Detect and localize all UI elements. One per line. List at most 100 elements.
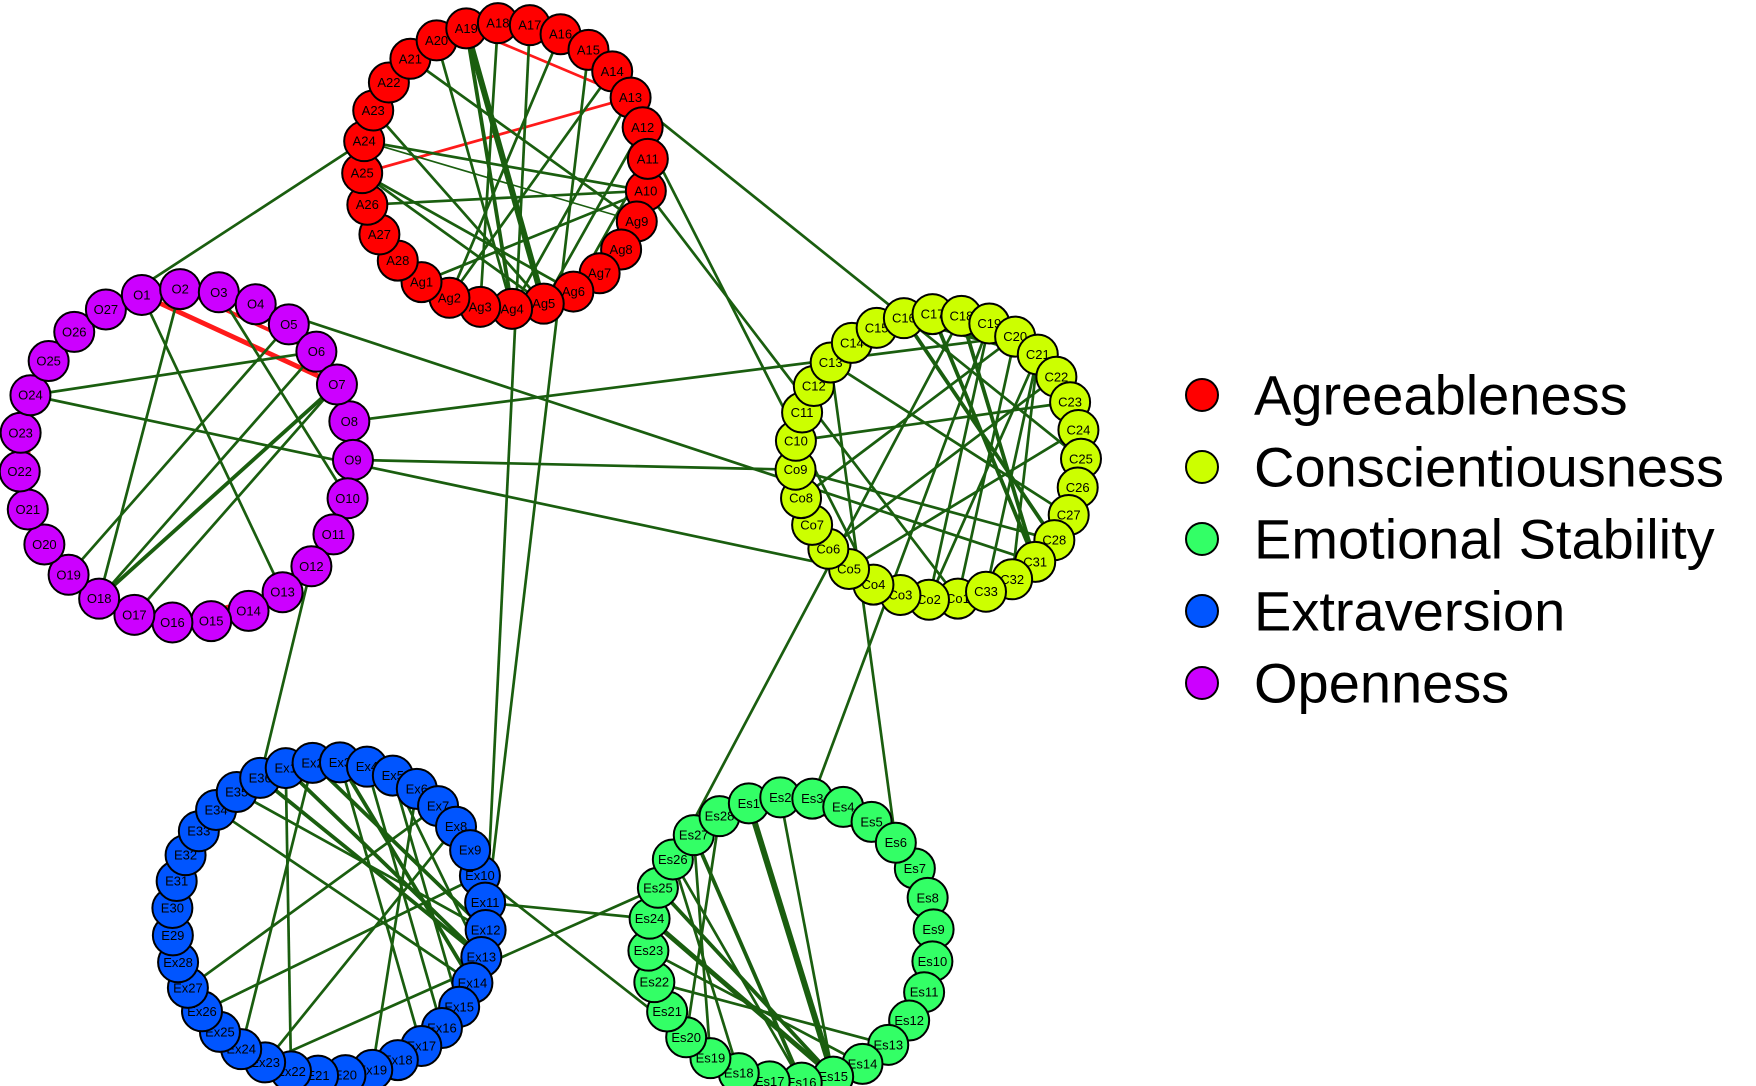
- node-label: Es24: [635, 911, 665, 926]
- node-circle: [47, 553, 90, 596]
- node-O22: O22: [0, 450, 41, 493]
- node-circle: [326, 477, 369, 520]
- node-label: O8: [341, 414, 358, 429]
- legend-swatch: [1185, 522, 1219, 556]
- node-circle: [9, 374, 52, 417]
- node-label: C33: [974, 584, 998, 599]
- edge-Es1-Es15: [745, 802, 837, 1078]
- node-label: O6: [308, 344, 325, 359]
- node-O24: O24: [9, 374, 52, 417]
- node-label: Ag8: [610, 242, 633, 257]
- edge-E34-Ex14: [215, 808, 474, 984]
- edge-A13-C25: [629, 96, 1082, 460]
- edge-Es19-Es27: [692, 835, 712, 1059]
- node-O23: O23: [0, 411, 42, 454]
- node-circle: [27, 340, 70, 383]
- node-circle: [449, 829, 492, 872]
- node-O4: O4: [234, 283, 277, 326]
- node-label: O3: [210, 285, 227, 300]
- node-label: O13: [270, 585, 295, 600]
- node-A18: A18: [476, 2, 519, 45]
- node-O11: O11: [312, 513, 355, 556]
- node-label: C18: [949, 308, 973, 323]
- node-O14: O14: [227, 589, 270, 632]
- node-circle: [53, 310, 96, 353]
- node-label: O23: [8, 425, 33, 440]
- edge-C24-Co5: [848, 428, 1080, 571]
- node-label: Co1: [946, 591, 970, 606]
- node-label: C16: [892, 311, 916, 326]
- legend-label: Agreeableness: [1254, 364, 1628, 427]
- node-label: Ex10: [465, 868, 495, 883]
- node-label: C17: [921, 307, 945, 322]
- node-circle: [874, 821, 917, 864]
- edge-Es18-Es26: [671, 859, 741, 1074]
- node-label: Ag3: [469, 299, 492, 314]
- node-Es17: Es17: [748, 1060, 791, 1086]
- node-label: C10: [784, 433, 808, 448]
- node-label: C25: [1069, 451, 1093, 466]
- node-label: Co8: [789, 491, 813, 506]
- node-label: Co9: [784, 462, 808, 477]
- edge-A17-Ex12: [484, 25, 532, 931]
- node-label: Ex27: [173, 980, 203, 995]
- edge-C31-C18: [959, 315, 1038, 563]
- node-label: Co5: [837, 561, 861, 576]
- legend-swatch: [1185, 594, 1219, 628]
- node-C33: C33: [964, 570, 1007, 613]
- node-O10: O10: [326, 477, 369, 520]
- node-label: Es2: [769, 790, 791, 805]
- node-label: C31: [1023, 554, 1047, 569]
- node-label: Es15: [818, 1069, 848, 1084]
- node-label: O7: [328, 377, 345, 392]
- node-label: A15: [577, 42, 600, 57]
- edge-A16-Ag2: [448, 33, 562, 299]
- edge-C33-C21: [984, 354, 1040, 592]
- node-circle: [234, 283, 277, 326]
- node-label: Es27: [679, 828, 709, 843]
- edge-C18-Es25: [656, 315, 963, 889]
- node-circle: [964, 570, 1007, 613]
- edge-Ex5-Ex15: [391, 775, 461, 1008]
- legend-item: Extraversion: [1185, 580, 1565, 643]
- node-label: Es9: [922, 922, 944, 937]
- node-label: O18: [87, 591, 112, 606]
- node-O6: O6: [295, 330, 338, 373]
- node-circle: [315, 363, 358, 406]
- legend-item: Agreeableness: [1185, 364, 1628, 427]
- node-label: A20: [425, 33, 448, 48]
- node-circle: [626, 137, 669, 180]
- node-label: C15: [865, 320, 889, 335]
- node-label: O27: [94, 302, 119, 317]
- legend-label: Extraversion: [1254, 580, 1565, 643]
- node-E35: E35: [215, 770, 258, 813]
- node-O26: O26: [53, 310, 96, 353]
- edge-A23-Ag5: [372, 109, 545, 305]
- node-label: Es14: [848, 1056, 878, 1071]
- node-label: Es17: [755, 1074, 785, 1086]
- edge-Es25-Es15: [656, 886, 835, 1078]
- node-O15: O15: [190, 600, 233, 643]
- node-label: Es25: [643, 880, 673, 895]
- node-label: C32: [1000, 572, 1024, 587]
- edge-Ex3-Ex17: [338, 762, 423, 1047]
- node-circle: [312, 513, 355, 556]
- edge-Ex23-Ex8: [264, 825, 458, 1064]
- edge-A12-Ag5: [542, 126, 644, 305]
- node-circle: [267, 303, 310, 346]
- node-label: Es19: [696, 1051, 726, 1066]
- node-label: O4: [247, 297, 264, 312]
- edge-C28-C16: [902, 317, 1056, 542]
- node-label: A24: [353, 134, 376, 149]
- node-O16: O16: [151, 601, 194, 644]
- node-label: Ex3: [329, 755, 351, 770]
- node-label: Ex13: [467, 949, 497, 964]
- node-label: A14: [601, 64, 624, 79]
- node-label: A26: [356, 197, 379, 212]
- edge-A20-Ag4: [435, 40, 514, 310]
- node-label: C28: [1042, 533, 1066, 548]
- node-label: Ex14: [458, 975, 488, 990]
- node-label: Ex11: [471, 895, 500, 910]
- edge-O2-O18: [97, 288, 182, 599]
